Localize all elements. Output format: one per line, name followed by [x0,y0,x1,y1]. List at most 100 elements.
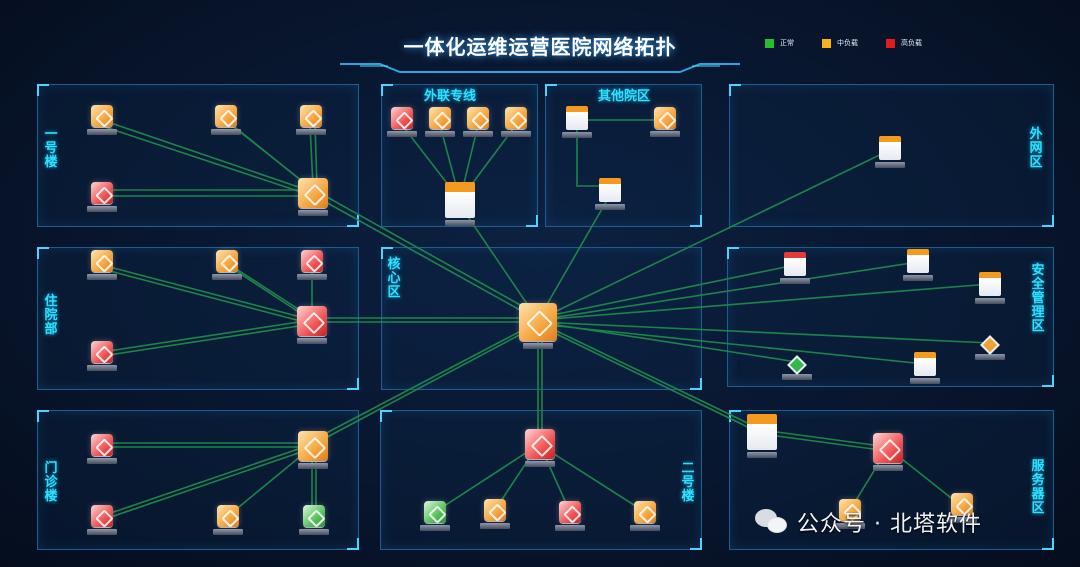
switch-icon [91,505,113,527]
zone-security [727,247,1054,387]
device-base [299,529,329,535]
zone-label-inpatient: 住院部 [44,294,58,337]
switch-icon [391,107,413,129]
device-base [595,204,625,210]
link [761,429,889,448]
link [315,323,541,444]
legend-label: 高负载 [901,39,922,47]
link [309,124,314,187]
link [537,194,611,321]
server-node[interactable] [780,252,810,284]
server-node[interactable] [910,352,940,384]
link [317,191,541,317]
server-node[interactable] [747,414,777,458]
server-node[interactable] [445,182,475,226]
device-base [910,378,940,384]
switch-node[interactable] [299,505,329,535]
switch-node[interactable] [835,499,865,529]
switch-node[interactable] [501,107,531,137]
device-base [87,365,117,371]
core-switch-node[interactable] [298,431,328,469]
switch-icon [951,493,973,515]
link [537,261,919,321]
switch-node[interactable] [87,434,117,464]
link [101,323,313,357]
legend-label: 中负载 [837,39,858,47]
switch-node[interactable] [947,493,977,523]
switch-node[interactable] [87,505,117,535]
zone-label-other-campus: 其他院区 [598,89,651,104]
legend-swatch-medium [822,38,831,48]
link [312,194,539,321]
switch-icon [303,505,325,527]
link [539,325,763,435]
switch-node[interactable] [297,250,327,280]
server-node[interactable] [875,136,905,168]
server-node[interactable] [903,249,933,281]
switch-icon [91,105,113,127]
switch-icon [300,105,322,127]
link [537,321,991,344]
switch-node[interactable] [480,499,510,529]
watermark: 公众号 · 北塔软件 [755,505,1055,539]
switch-node[interactable] [87,341,117,371]
wechat-icon [755,509,789,535]
switch-node[interactable] [387,107,417,137]
switch-icon [467,107,489,129]
switch-node[interactable] [425,107,455,137]
link [101,319,313,353]
link [101,119,314,193]
zone-label-server: 服务器区 [1031,459,1045,516]
firewall-node[interactable] [782,355,812,380]
switch-icon [505,107,527,129]
watermark-text: 公众号 · 北塔软件 [797,512,982,537]
firewall-node[interactable] [975,335,1005,360]
switch-node[interactable] [420,501,450,531]
device-base [947,517,977,523]
link [101,125,314,197]
switch-icon [215,105,237,127]
switch-node[interactable] [296,105,326,135]
legend-item-normal: 正常 [765,37,794,49]
core-switch-node[interactable] [297,306,327,344]
switch-node[interactable] [87,182,117,212]
switch-icon [525,429,555,459]
switch-node[interactable] [212,250,242,280]
server-icon [445,182,475,218]
switch-icon [424,501,446,523]
core-switch-node[interactable] [298,178,328,216]
switch-node[interactable] [650,107,680,137]
switch-node[interactable] [463,107,493,137]
switch-icon [559,501,581,523]
switch-node[interactable] [630,501,660,531]
switch-node[interactable] [87,105,117,135]
device-base [975,298,1005,304]
firewall-icon [787,355,807,375]
link [101,447,314,521]
device-base [212,274,242,280]
central-core-switch-node[interactable] [519,303,557,349]
device-base [87,458,117,464]
device-base [87,274,117,280]
switch-icon [301,250,323,272]
link [312,321,539,441]
server-node[interactable] [975,272,1005,304]
device-base [87,129,117,135]
switch-node[interactable] [87,250,117,280]
switch-icon [91,341,113,363]
core-switch-node[interactable] [525,429,555,467]
server-node[interactable] [595,178,625,210]
device-base [873,465,903,471]
switch-node[interactable] [211,105,241,135]
legend-swatch-normal [765,38,774,48]
core-switch-node[interactable] [873,433,903,471]
server-node[interactable] [562,106,592,138]
server-icon [784,252,806,276]
device-base [480,523,510,529]
link [537,323,926,365]
device-base [296,129,326,135]
title-frame [340,63,740,73]
switch-node[interactable] [213,505,243,535]
switch-node[interactable] [555,501,585,531]
